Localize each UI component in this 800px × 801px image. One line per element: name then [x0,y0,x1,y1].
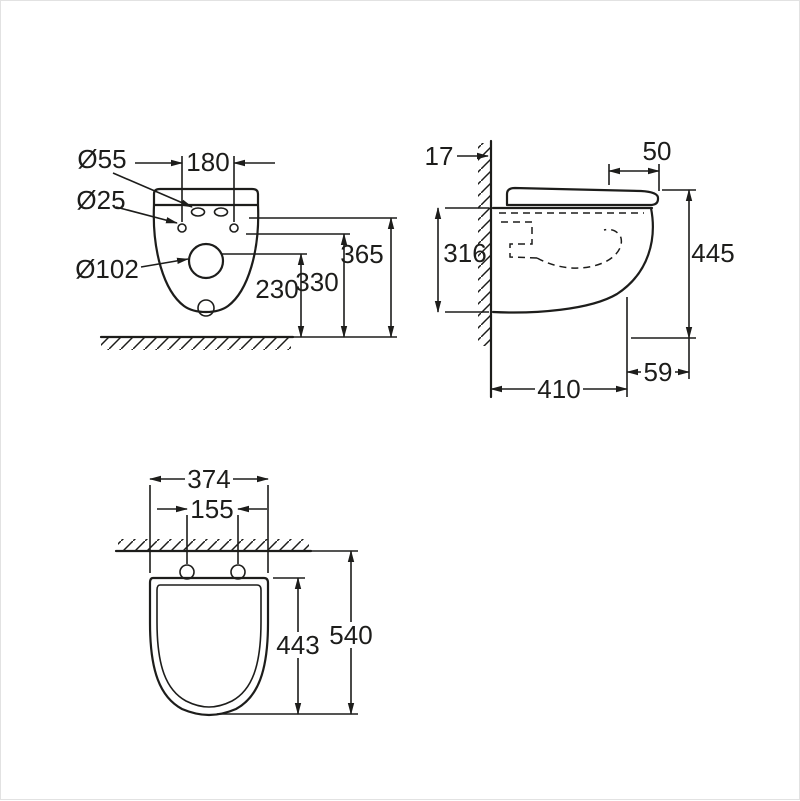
dim-label-443: 443 [276,630,319,660]
front-fixing-hole-left [177,223,187,233]
leader-diameter-102 [140,257,189,268]
side-seat-lid-outline [505,186,660,207]
front-cistern-lid-outline [152,187,260,207]
leader-diameter-55 [112,172,193,208]
dim-label-59: 59 [644,357,673,387]
side-wall-hatch [478,143,491,346]
dim-label-410: 410 [537,374,580,404]
leader-diameter-25 [115,206,178,224]
side-bowl-outline [491,206,654,314]
dim-label-330: 330 [295,267,338,297]
plan-hinge-circle-right [230,564,246,580]
dim-label-445: 445 [691,238,734,268]
front-view: Ø55 180 Ø25 Ø102 230 330 365 [75,144,397,350]
dim-label-316: 316 [443,238,486,268]
front-drain-circle [197,299,215,317]
dim-label-17: 17 [425,141,454,171]
dim-label-diameter-25: Ø25 [76,185,125,215]
dim-label-540: 540 [329,620,372,650]
dim-label-155: 155 [190,494,233,524]
plan-wall-hatch [118,539,309,551]
dim-label-mask [641,359,675,385]
dim-label-374: 374 [187,464,230,494]
front-top-hole-right [213,207,229,217]
dim-label-mask [274,632,322,658]
dim-label-mask [185,466,233,492]
dim-label-230: 230 [255,274,298,304]
dim-label-50: 50 [643,136,672,166]
dim-label-mask [535,376,583,402]
side-hidden-flush-channel [501,221,538,259]
front-floor-hatch [101,338,291,350]
plan-seat-inner-outline [156,584,262,708]
side-view: 17 50 316 445 410 59 [425,136,735,404]
side-hidden-water-line [536,228,623,269]
dim-label-diameter-102: Ø102 [75,254,139,284]
plan-view: 374 155 443 540 [114,464,375,717]
plan-seat-outer-outline [148,576,270,717]
dim-label-365: 365 [340,239,383,269]
plan-hinge-circle-left [179,564,195,580]
dim-label-180: 180 [186,147,229,177]
front-outlet-circle [187,242,225,280]
front-fixing-hole-right [229,223,239,233]
dim-label-mask [327,622,375,648]
dim-label-diameter-55: Ø55 [77,144,126,174]
front-top-hole-left [190,207,206,217]
front-bowl-outline [152,203,260,314]
